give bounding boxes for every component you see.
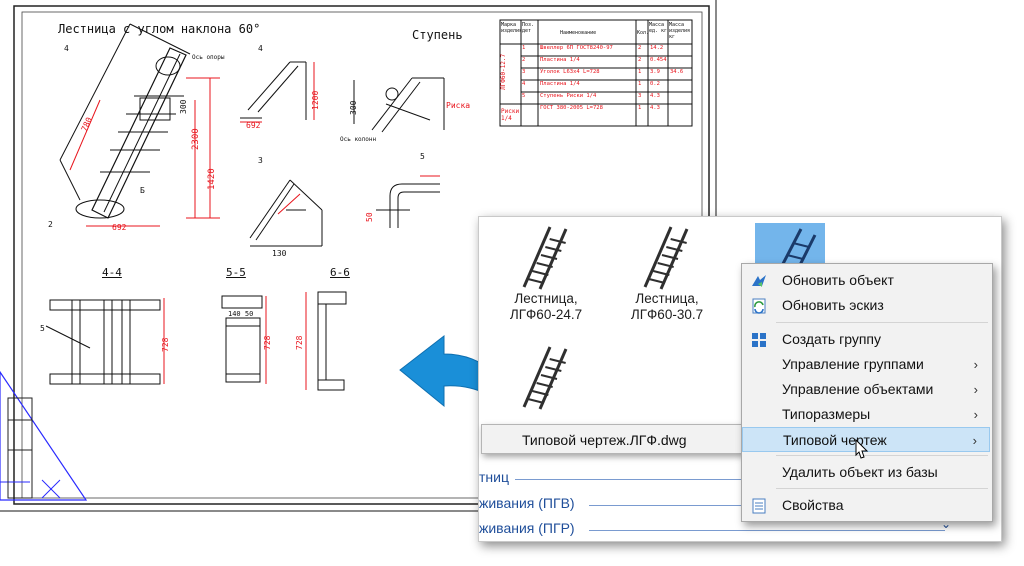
- spec-cell: 4.3: [650, 93, 660, 99]
- spec-cell: 34.6: [670, 69, 684, 75]
- leader-label: 4: [64, 44, 69, 53]
- menu-item-create-group[interactable]: Создать группу: [742, 327, 990, 352]
- menu-separator: [776, 488, 988, 489]
- properties-icon: [752, 498, 766, 514]
- spec-cell: 3: [638, 93, 642, 99]
- chevron-down-icon[interactable]: ⌄: [941, 517, 952, 531]
- leader-label: 5: [420, 152, 425, 161]
- menu-item-refresh-sketch[interactable]: Обновить эскиз: [742, 293, 990, 318]
- svg-text:728: 728: [295, 335, 304, 350]
- spec-header-qty: Кол.: [637, 30, 650, 36]
- spec-cell: 2: [638, 57, 642, 63]
- menu-item-properties[interactable]: Свойства: [742, 493, 990, 518]
- menu-separator: [776, 322, 988, 323]
- spec-cell: 0.2: [650, 81, 660, 87]
- spec-cell: 3: [522, 69, 526, 75]
- chevron-right-icon: ›: [973, 407, 978, 422]
- section-5-label: 5-5: [226, 266, 246, 279]
- context-menu: Обновить объект Обновить эскиз Создать г…: [741, 263, 993, 522]
- library-item[interactable]: [486, 341, 606, 411]
- spec-cell: 1: [638, 81, 642, 87]
- leader-label: Ось колонн: [340, 136, 377, 143]
- svg-text:692: 692: [112, 223, 127, 232]
- spec-cell: 1: [638, 105, 642, 111]
- create-group-icon: [752, 333, 766, 347]
- refresh-object-icon: [752, 275, 766, 287]
- svg-text:140 50: 140 50: [228, 310, 253, 318]
- spec-cell: ГОСТ 380-2005 L=728: [540, 105, 603, 111]
- leader-label: Б: [140, 186, 145, 195]
- menu-item-delete-object[interactable]: Удалить объект из базы: [782, 464, 938, 480]
- svg-text:728: 728: [161, 337, 170, 352]
- spec-header-mark: Марка изделия: [501, 22, 523, 34]
- menu-item-refresh-object[interactable]: Обновить объект: [742, 268, 990, 293]
- spec-cell: 2: [522, 57, 526, 63]
- group-header[interactable]: тниц: [479, 469, 509, 485]
- menu-item-manage-groups[interactable]: Управление группами ›: [742, 352, 990, 377]
- leader-label: Ось опоры: [192, 54, 225, 61]
- spec-cell: 5: [522, 93, 526, 99]
- spec-cell: 2: [638, 45, 642, 51]
- leader-label: 3: [258, 156, 263, 165]
- svg-text:728: 728: [263, 335, 272, 350]
- spec-mark-2: Риски 1/4: [501, 108, 520, 122]
- group-header[interactable]: живания (ПГВ): [479, 495, 575, 511]
- spec-cell: 4: [522, 81, 526, 87]
- typical-drawing-submenu: Типовой чертеж.ЛГФ.dwg: [481, 424, 743, 454]
- ladder-icon: [643, 226, 689, 290]
- svg-text:300: 300: [179, 99, 188, 114]
- spec-header-unit-mass: Масса ед. кг: [649, 22, 668, 34]
- svg-text:300: 300: [349, 100, 358, 115]
- svg-text:1200: 1200: [311, 91, 320, 110]
- spec-cell: 1: [638, 69, 642, 75]
- spec-cell: Пластина 1/4: [540, 57, 580, 63]
- svg-text:130: 130: [272, 249, 287, 258]
- svg-text:Риска: Риска: [446, 101, 470, 110]
- group-header[interactable]: живания (ПГР): [479, 520, 575, 536]
- drawing-canvas: 2300 1420 692 300 780 1200 692 300 Риска: [0, 5, 710, 505]
- svg-text:2300: 2300: [191, 128, 201, 150]
- menu-item-typesizes[interactable]: Типоразмеры ›: [742, 402, 990, 427]
- library-item-label: Лестница,: [514, 291, 578, 306]
- spec-cell: 0.454: [650, 57, 667, 63]
- leader-label: 2: [48, 220, 53, 229]
- section-6-label: 6-6: [330, 266, 350, 279]
- svg-text:1420: 1420: [207, 168, 217, 190]
- ladder-icon: [522, 226, 568, 290]
- svg-text:692: 692: [246, 121, 261, 130]
- spec-header-pos: Поз. дет: [522, 22, 535, 34]
- menu-separator: [776, 455, 988, 456]
- submenu-item-dwg[interactable]: Типовой чертеж.ЛГФ.dwg: [522, 432, 687, 448]
- spec-mark: ЛГФ60-12.7: [500, 53, 507, 90]
- leader-label: 5: [40, 324, 45, 333]
- mouse-cursor-icon: [855, 438, 869, 459]
- section-4-label: 4-4: [102, 266, 122, 279]
- library-item-label: ЛГФ60-30.7: [630, 307, 704, 322]
- spec-header-total-mass: Масса изделия кг: [669, 22, 691, 40]
- library-item-label: ЛГФ60-24.7: [509, 307, 583, 322]
- spec-cell: 4.3: [650, 105, 660, 111]
- spec-cell: 1: [522, 45, 526, 51]
- leader-label: 4: [258, 44, 263, 53]
- svg-text:50: 50: [365, 212, 374, 222]
- group-divider: [589, 530, 945, 531]
- library-item[interactable]: Лестница, ЛГФ60-30.7: [607, 221, 727, 323]
- spec-cell: 3.9: [650, 69, 660, 75]
- ladder-icon: [522, 346, 568, 410]
- spec-cell: Ступень Риски 1/4: [540, 93, 597, 99]
- chevron-right-icon: ›: [972, 433, 977, 448]
- spec-header-name: Наименование: [560, 30, 597, 36]
- chevron-right-icon: ›: [973, 357, 978, 372]
- spec-cell: Швеллер 6П ГОСТ8240-97: [540, 45, 613, 51]
- spec-cell: 14.2: [650, 45, 664, 51]
- library-item[interactable]: Лестница, ЛГФ60-24.7: [486, 221, 606, 323]
- refresh-sketch-icon: [752, 298, 766, 314]
- spec-cell: Уголок L63х4 L=728: [540, 69, 600, 75]
- spec-cell: Пластина 1/4: [540, 81, 580, 87]
- step-title: Ступень: [412, 28, 463, 42]
- menu-item-manage-objects[interactable]: Управление объектами ›: [742, 377, 990, 402]
- drawing-title: Лестница с углом наклона 60°: [58, 22, 261, 36]
- library-item-label: Лестница,: [635, 291, 699, 306]
- chevron-right-icon: ›: [973, 382, 978, 397]
